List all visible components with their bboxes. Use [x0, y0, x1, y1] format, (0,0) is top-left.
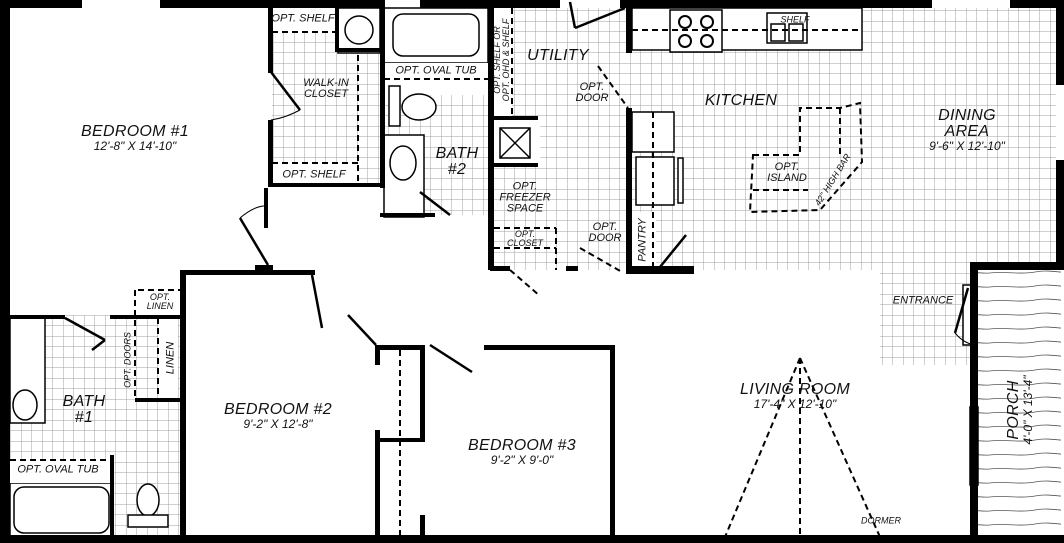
annotation-opt-door-utility: OPT. DOOR — [576, 82, 609, 104]
room-dimensions: 17'-4" X 12'-10" — [753, 397, 837, 411]
room-living: LIVING ROOM 17'-4" X 12'-10" — [740, 381, 850, 411]
room-label: LIVING ROOM — [740, 381, 850, 398]
room-bath2: BATH #2 — [436, 146, 479, 178]
room-dimensions: 12'-8" X 14'-10" — [93, 139, 177, 153]
door-swings — [64, 1, 979, 374]
room-label: BATH — [435, 145, 479, 162]
annotation-text: OPT. — [774, 161, 800, 173]
room-label-line2: AREA — [944, 123, 990, 140]
porch-floor — [977, 268, 1061, 538]
room-label: PORCH — [1005, 380, 1022, 440]
room-label: BEDROOM #3 — [468, 437, 576, 454]
annotation-opt-oval-tub-bath1: OPT. OVAL TUB — [17, 463, 99, 476]
annotation-opt-shelf-bottom: OPT. SHELF — [282, 168, 346, 181]
room-label: BEDROOM #2 — [224, 401, 332, 418]
fixtures — [9, 7, 979, 538]
annotation-text: CLOSET — [506, 238, 544, 248]
annotation-text: FREEZER — [499, 191, 551, 204]
range-burners-icon — [678, 15, 714, 48]
room-number: #1 — [74, 409, 94, 426]
annotation-text: OPT. — [514, 229, 536, 239]
room-label: DINING — [938, 107, 996, 124]
annotation-dormer: DORMER — [861, 515, 901, 526]
annotation-opt-island: OPT. ISLAND — [767, 162, 807, 184]
room-label: BEDROOM #1 — [81, 123, 189, 140]
room-dimensions: 9'-6" X 12'-10" — [929, 139, 1005, 153]
room-bedroom1: BEDROOM #1 12'-8" X 14'-10" — [81, 123, 189, 153]
annotation-opt-freezer-space: OPT. FREEZER SPACE — [499, 180, 551, 215]
annotation-text: SPACE — [506, 202, 544, 215]
annotation-opt-oval-tub-bath2: OPT. OVAL TUB — [395, 64, 477, 77]
room-dimensions: 4'-0" X 13'-4" — [1021, 375, 1035, 445]
room-dimensions: 9'-2" X 12'-8" — [243, 417, 313, 431]
annotation-text: ISLAND — [767, 172, 807, 184]
annotation-text: OPT. — [149, 292, 171, 302]
annotation-text: OPT. — [579, 81, 605, 93]
annotation-pantry: PANTRY — [636, 218, 649, 262]
annotation-entrance: ENTRANCE — [892, 294, 954, 307]
annotation-text: OPT. OHD & SHELF — [501, 18, 511, 102]
annotation-opt-linen: OPT. LINEN — [147, 293, 174, 311]
annotation-linen: LINEN — [164, 341, 177, 375]
annotation-text: DOOR — [588, 232, 622, 244]
room-bedroom2: BEDROOM #2 9'-2" X 12'-8" — [224, 401, 332, 431]
room-bath1: BATH #1 — [63, 394, 106, 426]
annotation-text: OPT. — [512, 180, 538, 193]
annotation-opt-shelf-top: OPT. SHELF — [271, 12, 335, 25]
room-number: #2 — [447, 161, 467, 178]
annotation-walkin-closet: WALK-IN CLOSET — [303, 78, 349, 100]
annotation-shelf: SHELF — [780, 14, 810, 25]
annotation-opt-doors: OPT. DOORS — [122, 332, 133, 388]
room-kitchen: KITCHEN — [704, 92, 778, 109]
annotation-text: OPT. — [592, 221, 618, 233]
annotation-opt-shelf-or-ohd: OPT. SHELF OR OPT. OHD & SHELF — [492, 18, 511, 102]
optional-dashed-lines — [10, 8, 881, 538]
room-label: BATH — [62, 393, 106, 410]
annotation-text: WALK-IN — [303, 77, 349, 89]
annotation-opt-closet: OPT. CLOSET — [507, 230, 543, 248]
annotation-text: CLOSET — [303, 88, 349, 100]
annotation-text: DOOR — [575, 92, 609, 104]
room-porch: PORCH 4'-0" X 13'-4" — [1005, 375, 1035, 445]
room-bedroom3: BEDROOM #3 9'-2" X 9'-0" — [468, 437, 576, 467]
annotation-text: LINEN — [146, 301, 174, 311]
annotation-opt-door-hall: OPT. DOOR — [589, 222, 622, 244]
room-dimensions: 9'-2" X 9'-0" — [490, 453, 554, 467]
room-dining: DINING AREA 9'-6" X 12'-10" — [929, 107, 1005, 153]
room-utility: UTILITY — [527, 47, 589, 64]
